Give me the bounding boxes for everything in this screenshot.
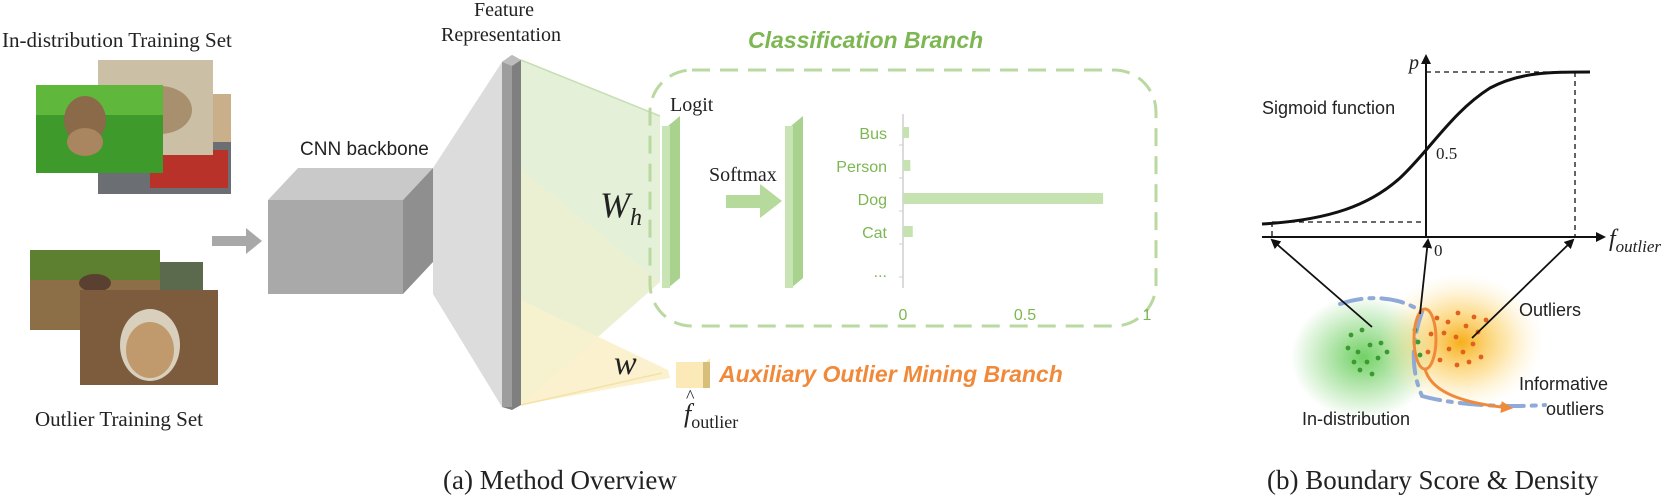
in-distribution-set-label: In-distribution Training Set	[2, 28, 232, 52]
bar-category-label: ...	[874, 264, 887, 281]
outliers-label: Outliers	[1519, 300, 1582, 320]
bar-axis-tick-label: 1	[1143, 307, 1152, 324]
logit-bar	[662, 116, 680, 288]
bar-category-label: Bus	[859, 126, 887, 143]
auxiliary-branch-title: Auxiliary Outlier Mining Branch	[719, 361, 1063, 387]
in-distribution-point	[1345, 345, 1351, 351]
outlier-point	[1441, 330, 1447, 336]
outlier-point	[1470, 341, 1476, 347]
half-tick-label: 0.5	[1436, 144, 1458, 163]
bar-bus	[903, 127, 909, 138]
classification-branch-box	[648, 68, 1158, 328]
in-distribution-point	[1369, 371, 1375, 377]
outlier-point	[1454, 362, 1460, 368]
bar-category-label: Dog	[858, 192, 887, 209]
in-distribution-point	[1378, 340, 1384, 346]
informative-outliers-label-1: Informative	[1519, 374, 1609, 394]
outlier-images	[30, 250, 218, 385]
wh-subscript: h	[630, 205, 642, 232]
in-distribution-point	[1364, 359, 1370, 365]
caption-a: (a) Method Overview	[443, 465, 677, 495]
sigmoid-curve	[1261, 70, 1591, 226]
outlier-point	[1463, 323, 1469, 329]
density-blobs	[1291, 274, 1543, 419]
mapping-arrows	[1270, 238, 1575, 339]
in-distribution-point	[1417, 352, 1423, 358]
outlier-point	[1471, 314, 1477, 320]
logit-label: Logit	[670, 94, 714, 116]
f-outlier-hat-subscript: outlier	[691, 412, 739, 433]
outlier-point	[1425, 349, 1431, 355]
wh-symbol: Wh	[600, 185, 642, 232]
feature-representation-label-1: Feature	[474, 0, 534, 21]
bar-axis-tick-label: 0	[899, 307, 908, 324]
softmax-label: Softmax	[709, 164, 777, 186]
outlier-point	[1428, 331, 1434, 337]
in-distribution-label: In-distribution	[1302, 409, 1411, 429]
cnn-backbone-cube	[268, 168, 433, 294]
f-outlier-hat-label: ^foutlier	[684, 386, 739, 433]
outlier-point	[1478, 354, 1484, 360]
feature-representation-bar	[502, 55, 521, 410]
caption-b: (b) Boundary Score & Density	[1267, 465, 1599, 495]
outlier-point	[1483, 317, 1489, 323]
softmax-output-bar	[785, 116, 803, 288]
outlier-point	[1466, 359, 1472, 365]
zero-tick-label: 0	[1434, 241, 1443, 260]
in-distribution-point	[1415, 339, 1421, 345]
feature-representation-label-2: Representation	[441, 24, 561, 46]
backbone-to-feature-trapezoid	[433, 62, 502, 407]
in-distribution-point	[1357, 367, 1363, 373]
outlier-point	[1460, 349, 1466, 355]
decision-boundary	[1338, 296, 1547, 408]
bar-category-label: Cat	[862, 225, 887, 242]
in-distribution-point	[1384, 349, 1390, 355]
outlier-point	[1445, 319, 1451, 325]
outlier-set-label: Outlier Training Set	[35, 407, 204, 431]
bar-cat	[903, 226, 913, 237]
in-distribution-point	[1355, 349, 1361, 355]
classification-branch-title: Classification Branch	[748, 27, 984, 53]
outlier-point	[1437, 357, 1443, 363]
outlier-point	[1434, 315, 1440, 321]
bar-category-label: Person	[836, 159, 887, 176]
in-distribution-point	[1375, 355, 1381, 361]
softmax-arrow	[726, 184, 782, 218]
w-symbol: w	[614, 345, 637, 382]
bar-dog	[903, 193, 1104, 204]
cnn-backbone-label: CNN backbone	[300, 139, 429, 160]
bar-axis-tick-label: 0.5	[1014, 307, 1036, 324]
sigmoid-function-label: Sigmoid function	[1262, 98, 1396, 118]
informative-outliers-label-2: outliers	[1546, 399, 1605, 419]
input-arrow	[212, 228, 262, 254]
bar-person	[903, 160, 911, 171]
f-outlier-axis-subscript: outlier	[1615, 236, 1662, 256]
informative-outliers-arrow	[1423, 368, 1513, 414]
p-axis-label: p	[1409, 52, 1419, 74]
in-distribution-point	[1367, 342, 1373, 348]
outlier-point	[1455, 310, 1461, 316]
in-distribution-images	[36, 60, 231, 194]
in-distribution-point	[1348, 332, 1354, 338]
outlier-point	[1453, 334, 1459, 340]
in-distribution-point	[1359, 327, 1365, 333]
in-distribution-point	[1351, 359, 1357, 365]
f-outlier-hat-box	[676, 358, 710, 388]
outlier-point	[1446, 346, 1452, 352]
f-outlier-axis-label: foutlier	[1609, 226, 1662, 256]
